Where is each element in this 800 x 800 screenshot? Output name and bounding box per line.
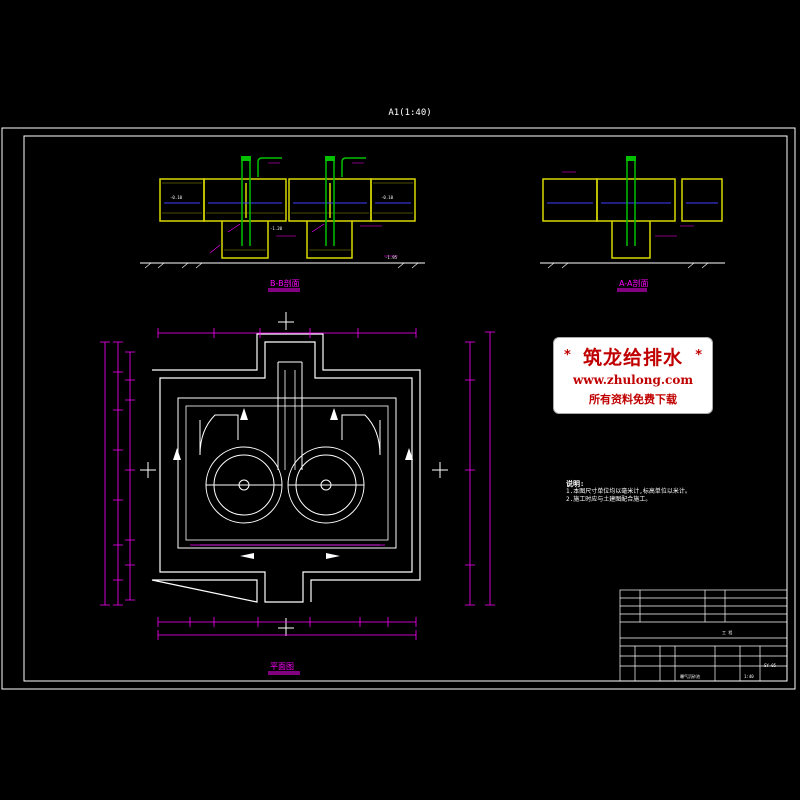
watermark-url: www.zhulong.com xyxy=(572,373,694,387)
watermark-subtitle: 所有资料免费下载 xyxy=(589,393,677,406)
title-drawing-name: 曝气沉砂池 xyxy=(680,673,700,679)
plan-view xyxy=(140,312,448,636)
svg-text:-0.10: -0.10 xyxy=(170,195,183,200)
svg-text:-1.95: -1.95 xyxy=(385,255,398,260)
section-a-a-label: A-A剖面 xyxy=(619,278,648,288)
outer-frame xyxy=(1,127,796,690)
watermark-star-left: * xyxy=(564,348,571,363)
title-drawing-no: SY-05 xyxy=(764,663,777,668)
notes-line-1: 1.本图尺寸单位均以毫米计,标高单位以米计。 xyxy=(566,488,691,495)
sheet-scale-label: A1(1:40) xyxy=(388,108,432,118)
title-project: 工 程 xyxy=(722,629,732,635)
watermark-box: * * 筑龙给排水 www.zhulong.com 所有资料免费下载 xyxy=(553,337,713,414)
watermark-star-right: * xyxy=(695,348,702,363)
notes-line-2: 2.施工时应与土建图配合施工。 xyxy=(566,496,652,503)
notes-heading: 说明: xyxy=(566,480,585,488)
section-b-b-label: B-B剖面 xyxy=(270,278,300,288)
notes-block: 说明: 1.本图尺寸单位均以毫米计,标高单位以米计。 2.施工时应与土建图配合施… xyxy=(566,480,691,504)
plan-dimensions xyxy=(100,328,495,640)
title-block xyxy=(619,589,788,682)
title-scale: 1:40 xyxy=(744,674,754,679)
plan-view-label: 平面图 xyxy=(270,662,294,671)
section-a-a xyxy=(540,156,725,269)
section-b-b: -0.10 -0.10 -1.20 -1.95 xyxy=(140,156,425,269)
inner-frame xyxy=(23,135,788,682)
svg-text:-0.10: -0.10 xyxy=(381,195,394,200)
watermark-title: 筑龙给排水 xyxy=(582,347,683,369)
svg-text:-1.20: -1.20 xyxy=(270,226,283,231)
